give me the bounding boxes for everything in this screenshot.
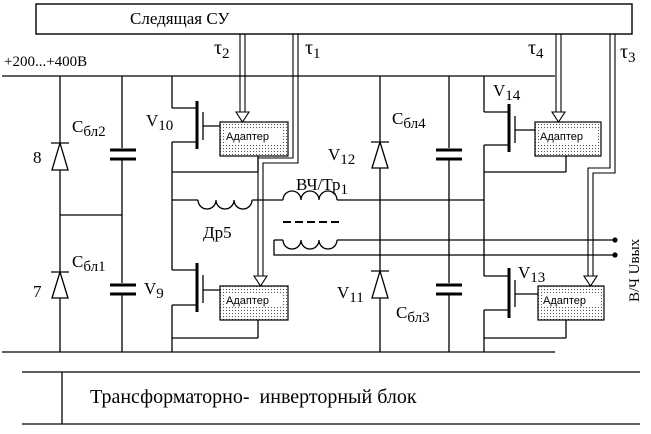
adapter-v9-label: Адаптер xyxy=(226,295,269,307)
signal-tau4-line: τ4 xyxy=(528,34,567,124)
tau1-base: τ xyxy=(305,37,313,59)
svg-text:Сбл1: Сбл1 xyxy=(72,252,106,275)
choke-label: Др5 xyxy=(203,223,232,242)
svg-text:ВЧ/Тр1: ВЧ/Тр1 xyxy=(296,175,348,198)
cbl4-base: С xyxy=(392,109,403,128)
diode-v12: V12 xyxy=(328,139,389,169)
cbl3-base: С xyxy=(396,303,407,322)
block-label: Трансформаторно- инверторный блок xyxy=(90,386,417,408)
svg-text:V13: V13 xyxy=(518,263,545,286)
v14-sub: 14 xyxy=(505,88,521,104)
transistor-v10: V10 xyxy=(146,101,220,149)
capacitor-cbl2: Сбл2 xyxy=(72,117,136,161)
controller-label: Следящая СУ xyxy=(130,9,230,28)
tau3-base: τ xyxy=(620,41,628,63)
v11-base: V xyxy=(337,283,350,302)
tau4-base: τ xyxy=(528,37,536,59)
transformer-base: ВЧ/Тр xyxy=(296,175,341,194)
diode-8: 8 xyxy=(33,140,69,171)
adapter-v10-label: Адаптер xyxy=(226,131,269,143)
output-lines: В/Ч Uвых xyxy=(273,237,643,302)
left-bridge-wiring xyxy=(171,76,259,352)
diode-7: 7 xyxy=(33,269,69,301)
v12-sub: 12 xyxy=(340,152,355,168)
signal-tau2-line: τ2 xyxy=(214,34,251,124)
adapter-v13-label: Адаптер xyxy=(543,295,586,307)
v9-sub: 9 xyxy=(156,286,164,302)
v11-sub: 11 xyxy=(349,290,363,306)
tau3-sub: 3 xyxy=(628,50,636,66)
v13-sub: 13 xyxy=(530,270,545,286)
svg-text:Сбл2: Сбл2 xyxy=(72,117,106,140)
capacitor-cbl3: Сбл3 xyxy=(396,283,462,326)
power-rails xyxy=(2,75,555,353)
svg-text:V12: V12 xyxy=(328,145,355,168)
svg-text:V10: V10 xyxy=(146,111,173,134)
transistor-v14: V14 xyxy=(493,81,535,152)
tau1-sub: 1 xyxy=(313,46,321,62)
svg-text:V11: V11 xyxy=(337,283,364,306)
adapter-v14: Адаптер xyxy=(534,121,602,157)
transformer-sub: 1 xyxy=(341,182,349,198)
tau2-sub: 2 xyxy=(222,46,230,62)
supply-label: +200...+400В xyxy=(4,54,87,70)
cbl1-base: С xyxy=(72,252,83,271)
svg-text:V9: V9 xyxy=(144,279,164,302)
tau2-base: τ xyxy=(214,37,222,59)
tau4-sub: 4 xyxy=(536,46,544,62)
diode-8-label: 8 xyxy=(33,148,42,167)
transistor-v9: V9 xyxy=(144,263,220,312)
svg-text:Сбл3: Сбл3 xyxy=(396,303,430,326)
diode-v11: V11 xyxy=(337,268,389,306)
diode-7-label: 7 xyxy=(33,282,42,301)
signal-tau1-line: τ1 xyxy=(252,34,321,288)
v10-base: V xyxy=(146,111,159,130)
cbl2-base: С xyxy=(72,117,83,136)
right-wiring xyxy=(379,76,450,352)
v13-base: V xyxy=(518,263,531,282)
v9-base: V xyxy=(144,279,157,298)
svg-text:τ3: τ3 xyxy=(620,41,636,66)
adapter-v13: Адаптер xyxy=(537,285,605,321)
right-bridge-wiring xyxy=(483,76,567,352)
adapter-v14-label: Адаптер xyxy=(540,131,583,143)
svg-text:V14: V14 xyxy=(493,81,521,104)
v10-sub: 10 xyxy=(158,118,173,134)
v12-base: V xyxy=(328,145,341,164)
output-label: В/Ч Uвых xyxy=(627,238,643,302)
cbl3-sub: бл3 xyxy=(407,310,429,326)
svg-text:Сбл4: Сбл4 xyxy=(392,109,426,132)
adapter-v10: Адаптер xyxy=(219,121,289,157)
adapter-v9: Адаптер xyxy=(219,285,289,321)
controller-box: Следящая СУ xyxy=(35,3,633,35)
svg-text:τ1: τ1 xyxy=(305,37,321,62)
v14-base: V xyxy=(493,81,506,100)
capacitor-cbl4: Сбл4 xyxy=(392,109,462,161)
capacitor-cbl1: Сбл1 xyxy=(72,252,136,296)
transistor-v13: V13 xyxy=(507,263,545,318)
svg-text:τ2: τ2 xyxy=(214,37,230,62)
signal-tau3-line: τ3 xyxy=(582,34,636,288)
choke-dr5: Др5 xyxy=(197,199,253,242)
cbl2-sub: бл2 xyxy=(83,124,105,140)
svg-text:τ4: τ4 xyxy=(528,37,544,62)
cbl4-sub: бл4 xyxy=(403,116,426,132)
cbl1-sub: бл1 xyxy=(83,259,105,275)
block-frame: Трансформаторно- инверторный блок xyxy=(22,371,640,425)
transformer-hf-tr1: ВЧ/Тр1 xyxy=(282,175,348,250)
